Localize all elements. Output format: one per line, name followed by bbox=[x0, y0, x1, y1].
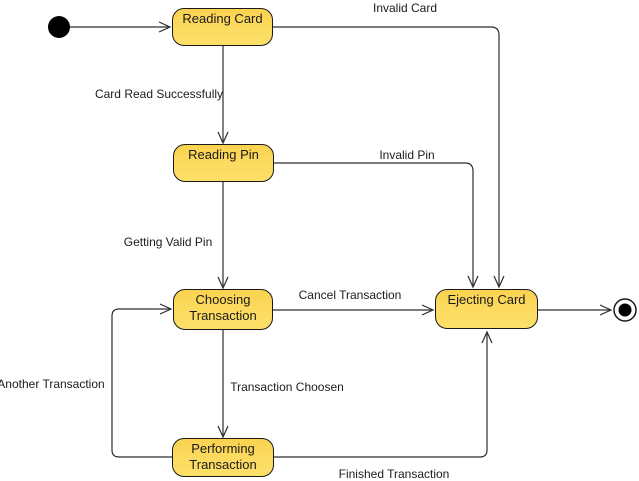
transition-label-cancel-transaction: Cancel Transaction bbox=[298, 288, 402, 302]
arrowhead-icon bbox=[467, 275, 479, 289]
transition-label-transaction-choosen: Transaction Choosen bbox=[230, 380, 344, 394]
state-ejecting-card[interactable]: Ejecting Card bbox=[435, 289, 538, 329]
transition-initial-to-reading-card bbox=[70, 21, 172, 33]
transition-label-another-transaction: Another Transaction bbox=[0, 377, 105, 391]
transition-label-invalid-pin: Invalid Pin bbox=[379, 148, 435, 162]
transition-label-finished-transaction: Finished Transaction bbox=[338, 467, 450, 481]
transition-label-getting-valid-pin: Getting Valid Pin bbox=[123, 235, 213, 249]
arrowhead-icon bbox=[217, 276, 229, 290]
transition-to-final bbox=[538, 304, 613, 316]
transition-line bbox=[273, 26, 500, 285]
transition-card-read-successfully bbox=[217, 46, 229, 145]
state-reading-card[interactable]: Reading Card bbox=[172, 8, 273, 46]
transition-label-invalid-card: Invalid Card bbox=[372, 1, 438, 15]
transition-another-transaction bbox=[111, 303, 173, 458]
transition-invalid-pin bbox=[274, 162, 479, 289]
arrowhead-icon bbox=[599, 304, 613, 316]
arrowhead-icon bbox=[158, 21, 172, 33]
state-performing-transaction[interactable]: Performing Transaction bbox=[172, 438, 274, 477]
transition-line bbox=[274, 162, 474, 285]
final-state-icon[interactable] bbox=[613, 298, 637, 322]
transition-getting-valid-pin bbox=[217, 182, 229, 290]
state-choosing-transaction[interactable]: Choosing Transaction bbox=[173, 289, 273, 330]
transition-finished-transaction bbox=[274, 330, 493, 458]
state-reading-pin[interactable]: Reading Pin bbox=[173, 144, 274, 182]
transition-transaction-choosen bbox=[217, 330, 229, 439]
arrowhead-icon bbox=[493, 275, 505, 289]
transition-cancel-transaction bbox=[273, 304, 435, 316]
transition-line bbox=[274, 333, 488, 458]
transition-line bbox=[111, 308, 172, 458]
arrowhead-icon bbox=[159, 303, 173, 315]
transition-invalid-card bbox=[273, 26, 505, 289]
arrowhead-icon bbox=[421, 304, 435, 316]
arrowhead-icon bbox=[217, 131, 229, 145]
arrowhead-icon bbox=[481, 330, 493, 344]
transition-label-card-read-successfully: Card Read Successfully bbox=[94, 87, 224, 101]
initial-state-icon[interactable] bbox=[48, 16, 70, 38]
arrowhead-icon bbox=[217, 425, 229, 439]
